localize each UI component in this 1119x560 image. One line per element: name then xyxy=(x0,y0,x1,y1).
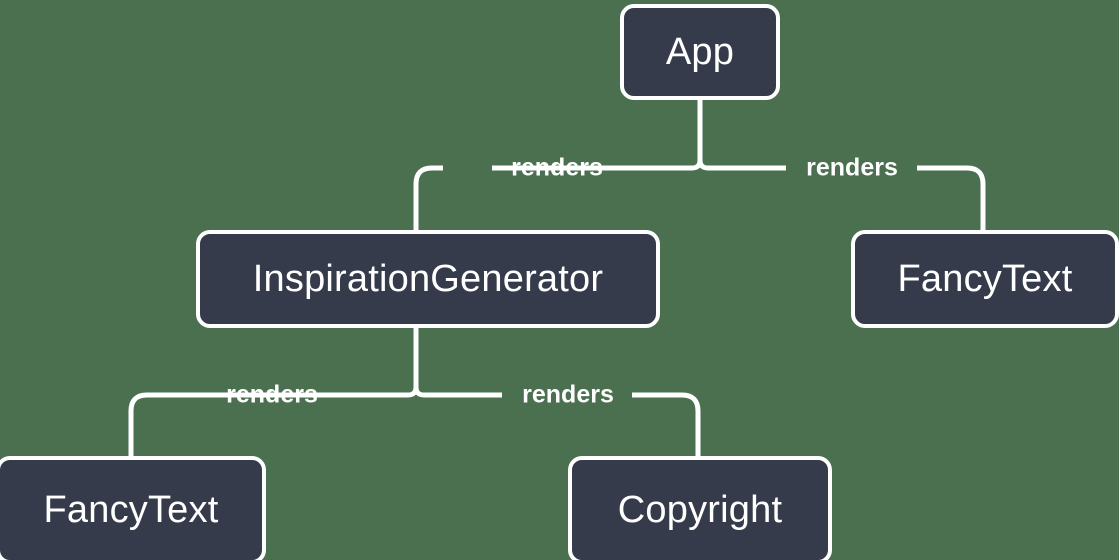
edge-app-to-children xyxy=(413,100,986,230)
edge-label-inspiration-generator-to-fancytext-bottom: renders xyxy=(226,380,318,409)
node-fancytext-bottom[interactable]: FancyText xyxy=(0,456,266,560)
edge-label-app-to-inspiration-generator: renders xyxy=(511,153,603,182)
inspiration-junction-left xyxy=(338,386,419,398)
edge-label-app-to-fancytext-right: renders xyxy=(806,153,898,182)
node-fancytext-right[interactable]: FancyText xyxy=(851,230,1119,328)
inspiration-junction-right xyxy=(413,386,494,398)
node-fancytext-bottom-label: FancyText xyxy=(43,488,219,531)
node-copyright[interactable]: Copyright xyxy=(568,456,832,560)
node-inspiration-generator[interactable]: InspirationGenerator xyxy=(196,230,660,328)
edge-app-fancytext-elbow xyxy=(917,165,986,230)
app-junction-right xyxy=(697,159,778,171)
node-app-label: App xyxy=(665,30,735,73)
edge-inspiration-copyright-elbow xyxy=(632,392,701,456)
app-junction-left xyxy=(622,159,703,171)
node-copyright-label: Copyright xyxy=(617,488,783,531)
node-fancytext-right-label: FancyText xyxy=(897,257,1073,300)
edge-label-inspiration-generator-to-copyright: renders xyxy=(522,380,614,409)
edge-inspiration-fancytext-elbow xyxy=(128,392,208,456)
node-app[interactable]: App xyxy=(620,4,780,100)
node-inspiration-generator-label: InspirationGenerator xyxy=(252,257,604,300)
